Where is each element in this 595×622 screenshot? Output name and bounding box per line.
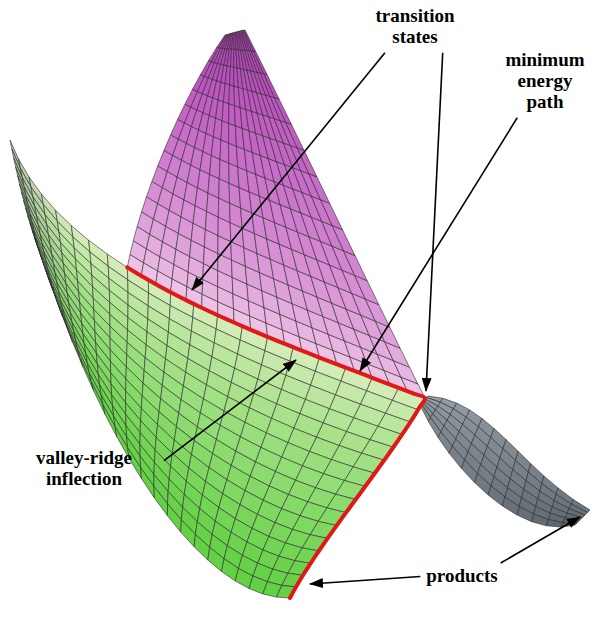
mesh-cell	[502, 497, 519, 515]
mesh-cell	[208, 547, 224, 571]
mesh-cell	[321, 200, 343, 230]
label-anchor: valley-ridge inflection	[9, 448, 159, 490]
mesh-cell	[286, 122, 304, 150]
mesh-cell	[297, 148, 317, 177]
mesh-cell	[254, 51, 268, 74]
callout-label: transition states	[375, 6, 454, 48]
mesh-cell	[428, 417, 441, 437]
callout-label: minimum energy path	[505, 50, 584, 113]
mesh-cell	[547, 520, 563, 528]
callout-label: valley-ridge inflection	[9, 448, 159, 490]
mesh-cell	[344, 251, 368, 281]
magenta-sheet	[127, 30, 425, 398]
mesh-cell	[264, 74, 279, 99]
callout-label: products	[426, 566, 497, 587]
mesh-cell	[194, 534, 210, 560]
mesh-cell	[332, 226, 355, 256]
mesh-cell	[275, 98, 292, 125]
leader-arrow	[310, 576, 420, 584]
mesh-cell	[474, 473, 491, 495]
label-anchor: transition states	[375, 6, 454, 48]
mesh-cell	[221, 121, 229, 143]
label-anchor: minimum energy path	[505, 50, 584, 113]
mesh-cell	[449, 446, 464, 468]
mesh-cell	[154, 486, 168, 515]
mesh-cell	[309, 174, 330, 204]
mesh-cell	[438, 432, 452, 454]
mesh-cell	[213, 118, 222, 140]
leader-arrow	[164, 360, 296, 461]
mesh-cell	[244, 30, 256, 52]
mesh-cell	[488, 486, 505, 506]
gray-tail	[420, 396, 590, 527]
mesh-cell	[181, 520, 196, 547]
label-anchor: products	[426, 566, 497, 587]
leader-arrow	[192, 53, 385, 290]
mesh-cell	[517, 506, 534, 521]
mesh-cell	[229, 85, 235, 106]
mesh-cell	[167, 504, 181, 532]
mesh-cell	[220, 140, 229, 163]
mesh-cell	[230, 66, 234, 86]
leader-arrow	[426, 53, 443, 391]
mesh-cell	[222, 102, 229, 123]
leader-arrow	[360, 118, 517, 371]
leader-arrow	[501, 517, 580, 563]
green-well	[10, 140, 425, 598]
mesh-cell	[141, 468, 155, 498]
mesh-cell	[532, 514, 549, 526]
mesh-cell	[461, 460, 477, 482]
minimum-energy-path	[127, 267, 425, 598]
mesh-cell	[211, 137, 221, 160]
mesh-cell	[230, 49, 233, 67]
mesh-cell	[224, 83, 230, 103]
